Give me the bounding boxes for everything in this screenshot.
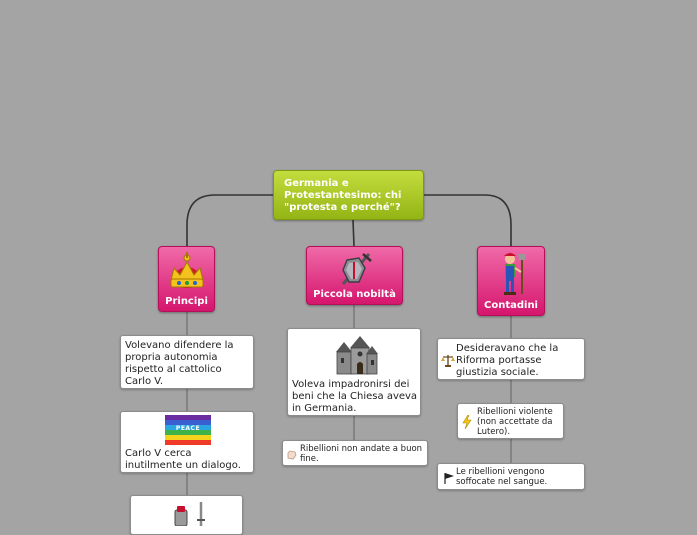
branch-label: Piccola nobiltà bbox=[313, 289, 396, 300]
note-text: Le ribellioni vengono soffocate nel sang… bbox=[456, 467, 548, 487]
note-contadini-3[interactable]: Le ribellioni vengono soffocate nel sang… bbox=[437, 463, 585, 490]
note-principi-1[interactable]: Volevano difendere la propria autonomia … bbox=[120, 335, 254, 389]
shield-sword-icon bbox=[307, 250, 402, 288]
peace-flag-icon bbox=[165, 415, 211, 449]
note-nobilta-1[interactable]: Voleva impadronirsi dei beni che la Chie… bbox=[287, 328, 421, 416]
branch-contadini[interactable]: Contadini bbox=[477, 246, 545, 316]
scales-icon bbox=[441, 353, 455, 371]
peace-flag-text: PEACE bbox=[175, 425, 201, 432]
flag-icon bbox=[443, 472, 455, 488]
armor-sword-icon bbox=[169, 502, 209, 530]
lightning-icon bbox=[462, 414, 472, 433]
note-contadini-2[interactable]: Ribellioni violente (non accettate da Lu… bbox=[457, 403, 564, 439]
note-text: Ribellioni non andate a buon fine. bbox=[300, 444, 423, 464]
branch-label: Contadini bbox=[484, 300, 538, 311]
central-topic-title: Germania e Protestantesimo: chi "protest… bbox=[284, 178, 402, 213]
central-topic[interactable]: Germania e Protestantesimo: chi "protest… bbox=[273, 170, 424, 220]
note-nobilta-2[interactable]: Ribellioni non andate a buon fine. bbox=[282, 440, 428, 466]
farmer-icon bbox=[478, 250, 544, 298]
branch-principi[interactable]: Principi bbox=[158, 246, 215, 312]
branch-label: Principi bbox=[165, 296, 208, 307]
note-principi-3[interactable] bbox=[130, 495, 243, 535]
hand-icon bbox=[286, 448, 298, 464]
note-text: Desideravano che la Riforma portasse giu… bbox=[456, 343, 559, 378]
note-text: Ribellioni violente (non accettate da Lu… bbox=[477, 407, 553, 437]
branch-piccola-nobilta[interactable]: Piccola nobiltà bbox=[306, 246, 403, 305]
note-contadini-1[interactable]: Desideravano che la Riforma portasse giu… bbox=[437, 338, 585, 380]
note-principi-2[interactable]: PEACE Carlo V cerca inutilmente un dialo… bbox=[120, 411, 254, 473]
church-icon bbox=[332, 332, 378, 380]
note-text: Volevano difendere la propria autonomia … bbox=[125, 340, 234, 387]
note-text: Carlo V cerca inutilmente un dialogo. bbox=[125, 448, 241, 471]
crown-icon bbox=[159, 250, 214, 294]
note-text: Voleva impadronirsi dei beni che la Chie… bbox=[292, 379, 418, 414]
